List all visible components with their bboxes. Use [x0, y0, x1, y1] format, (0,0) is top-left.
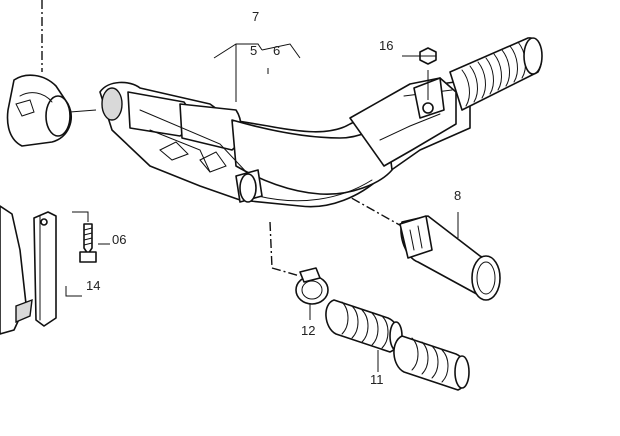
mounting-bracket [413, 70, 445, 119]
funnel-sleeve [399, 212, 501, 301]
label-12: 12 [301, 323, 315, 338]
left-elbow-fitting [6, 74, 97, 147]
label-06: 06 [112, 232, 126, 247]
label-7: 7 [252, 9, 259, 24]
part-labels: 7 5 6 16 8 06 14 12 11 [86, 9, 461, 387]
lower-corrugated-hose-right [377, 335, 470, 391]
label-14: 14 [86, 278, 100, 293]
upper-corrugated-tube [449, 37, 543, 111]
main-hose-assembly [99, 77, 471, 208]
label-11: 11 [370, 372, 384, 387]
self-tapping-screw [72, 211, 110, 263]
label-8: 8 [454, 188, 461, 203]
label-5: 5 [250, 43, 257, 58]
lower-corrugated-hose-left [325, 299, 403, 353]
hex-nut [402, 47, 437, 65]
hose-clamp [295, 267, 329, 320]
label-16: 16 [379, 38, 393, 53]
callout-bracket-7 [213, 43, 301, 102]
support-bracket [0, 205, 82, 335]
label-6: 6 [273, 43, 280, 58]
